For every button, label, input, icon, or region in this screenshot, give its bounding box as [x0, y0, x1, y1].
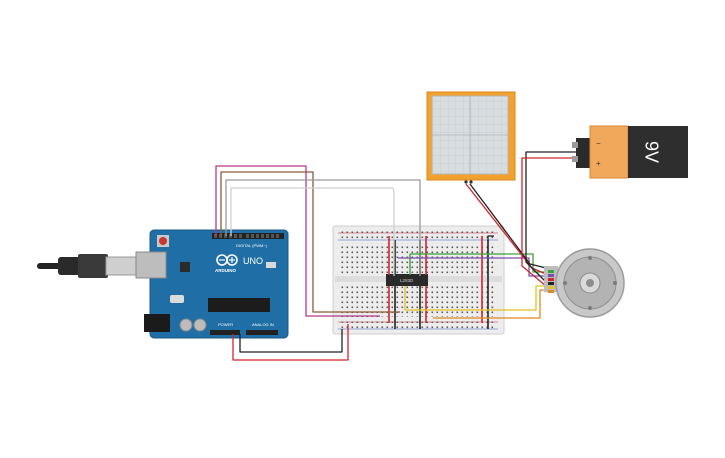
usb-cable[interactable]: [37, 254, 137, 278]
analog-header-label: ANALOG IN: [252, 322, 274, 327]
arduino-model: UNO: [243, 256, 263, 266]
scope-ground-terminal[interactable]: [469, 180, 473, 184]
chip-label: L293D: [400, 278, 414, 283]
digital-header-label: DIGITAL (PWM~): [236, 243, 268, 248]
power-header-label: POWER: [218, 322, 233, 327]
battery-minus-symbol: −: [596, 139, 601, 148]
arduino-logo: [216, 254, 238, 266]
dc-motor[interactable]: [544, 248, 625, 318]
battery-label: 9V: [641, 141, 661, 163]
l293d-chip[interactable]: [386, 274, 428, 286]
peripheral-wires[interactable]: [398, 151, 578, 319]
arduino-brand: ARDUINO: [215, 268, 236, 273]
arduino-wires[interactable]: [215, 165, 421, 361]
atmega-chip: [208, 298, 270, 312]
arduino-uno-board[interactable]: DIGITAL (PWM~) UNO ARDUINO POWER ANALOG …: [135, 229, 289, 339]
battery-9v[interactable]: 9V − +: [572, 125, 688, 179]
scope-probe-terminal[interactable]: [464, 180, 468, 184]
oscilloscope[interactable]: [426, 91, 516, 184]
reset-button[interactable]: [159, 237, 167, 245]
battery-plus-symbol: +: [596, 159, 601, 168]
